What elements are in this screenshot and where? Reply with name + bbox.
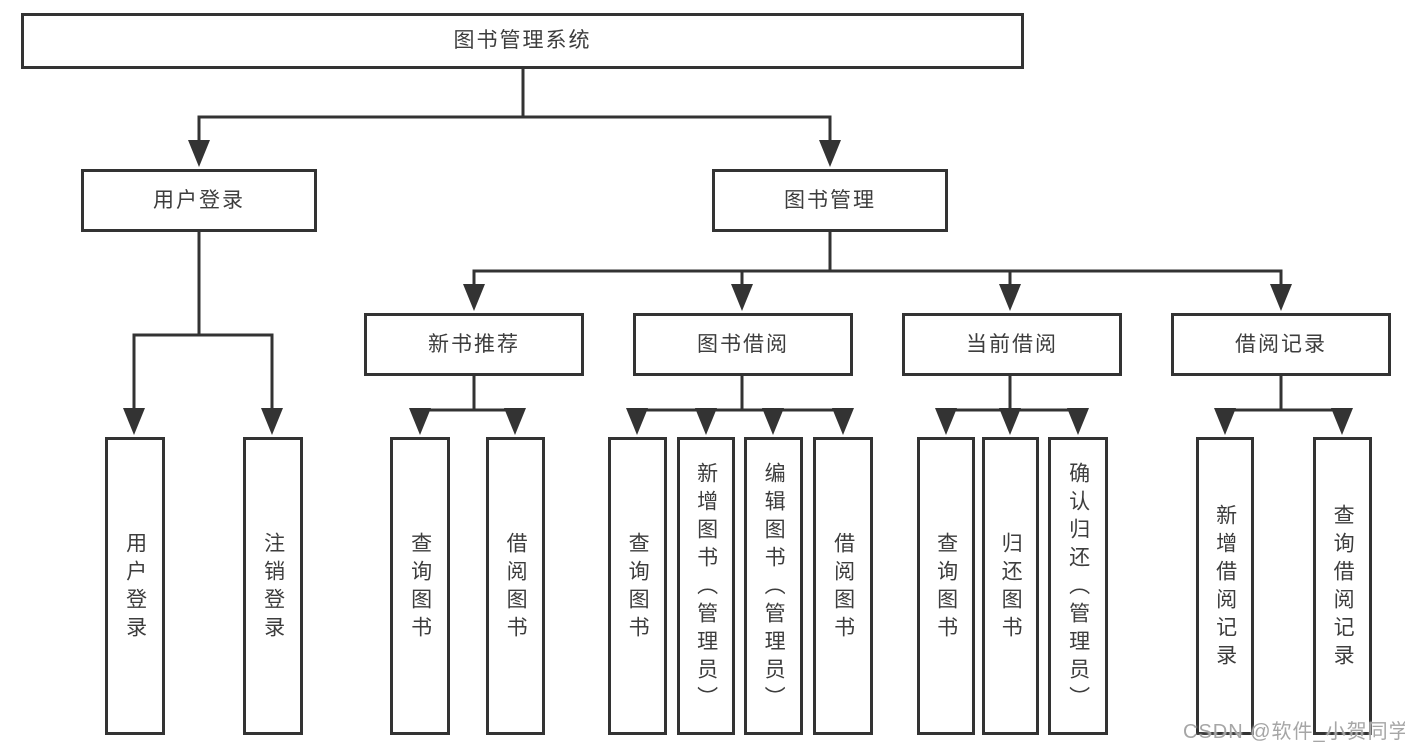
node-book-management: 图书管理 bbox=[712, 169, 948, 232]
node-user-login: 用户登录 bbox=[81, 169, 317, 232]
node-new-book-recommend: 新书推荐 bbox=[364, 313, 584, 376]
node-root-system: 图书管理系统 bbox=[21, 13, 1024, 69]
csdn-watermark: CSDN @软件_小贺同学 bbox=[1183, 721, 1405, 743]
node-current-borrow: 当前借阅 bbox=[902, 313, 1122, 376]
node-leaf-bb-edit-book-admin: 编辑图书（管理员） bbox=[744, 437, 803, 735]
node-leaf-bb-query-book: 查询图书 bbox=[608, 437, 667, 735]
node-leaf-logout: 注销登录 bbox=[243, 437, 303, 735]
node-leaf-cb-confirm-return-admin: 确认归还（管理员） bbox=[1048, 437, 1108, 735]
node-book-borrow: 图书借阅 bbox=[633, 313, 853, 376]
node-leaf-br-add-record: 新增借阅记录 bbox=[1196, 437, 1254, 735]
node-leaf-bb-add-book-admin: 新增图书（管理员） bbox=[677, 437, 735, 735]
node-borrow-record: 借阅记录 bbox=[1171, 313, 1391, 376]
node-leaf-cb-return-book: 归还图书 bbox=[982, 437, 1039, 735]
node-leaf-nb-query-book: 查询图书 bbox=[390, 437, 450, 735]
node-leaf-nb-borrow-book: 借阅图书 bbox=[486, 437, 545, 735]
node-leaf-bb-borrow-book: 借阅图书 bbox=[813, 437, 873, 735]
node-leaf-cb-query-book: 查询图书 bbox=[917, 437, 975, 735]
node-leaf-user-login: 用户登录 bbox=[105, 437, 165, 735]
node-leaf-br-query-record: 查询借阅记录 bbox=[1313, 437, 1372, 735]
